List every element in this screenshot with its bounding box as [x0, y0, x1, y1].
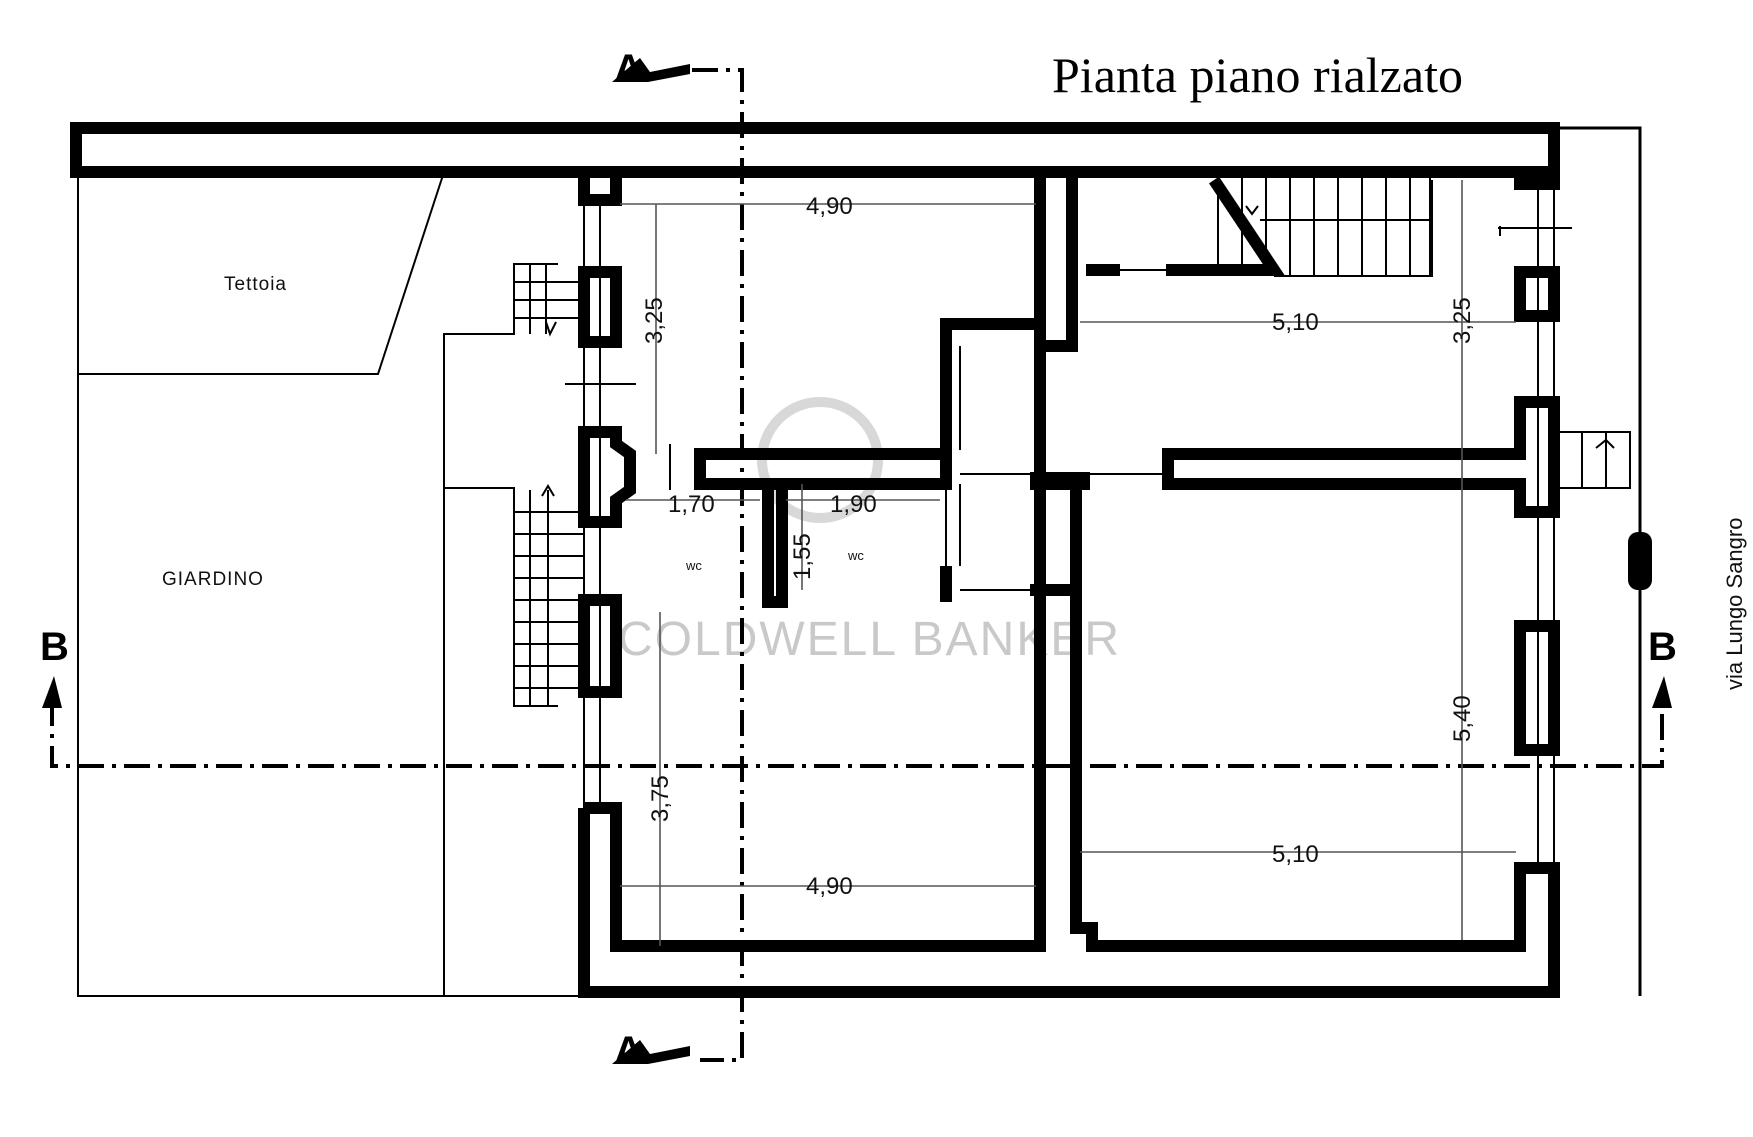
section-axis-b: B B	[40, 625, 1677, 768]
dimension-lines	[620, 180, 1516, 946]
dim-wc-right-width: 1,90	[830, 491, 877, 518]
section-axis-a: A A	[612, 47, 744, 1073]
section-marker-b-right: B	[1648, 625, 1677, 669]
door-marks	[541, 205, 1615, 497]
section-marker-a-top: A	[614, 47, 643, 91]
dim-top-left-height: 3,25	[641, 297, 668, 344]
label-wc-right: wc	[847, 548, 864, 563]
dim-bottom-left-height: 3,75	[647, 775, 674, 822]
label-wc-left: wc	[685, 558, 702, 573]
label-giardino: GIARDINO	[162, 569, 264, 590]
dim-top-left-width: 4,90	[806, 193, 853, 220]
dim-top-right-width: 5,10	[1272, 309, 1319, 336]
dim-wc-height: 1,55	[789, 533, 816, 580]
label-street: via Lungo Sangro	[1722, 518, 1747, 690]
plan-title: Pianta piano rialzato	[1052, 47, 1463, 103]
section-marker-a-bottom: A	[614, 1029, 643, 1073]
dim-top-right-height: 3,25	[1449, 297, 1476, 344]
section-marker-b-left: B	[40, 625, 69, 669]
dim-bottom-left-width: 4,90	[806, 873, 853, 900]
dim-wc-left-width: 1,70	[668, 491, 715, 518]
dim-bottom-right-width: 5,10	[1272, 841, 1319, 868]
street-pole	[1628, 532, 1652, 590]
label-tettoia: Tettoia	[224, 274, 287, 295]
dim-bottom-right-height: 5,40	[1449, 695, 1476, 742]
thin-lines	[77, 126, 1642, 998]
